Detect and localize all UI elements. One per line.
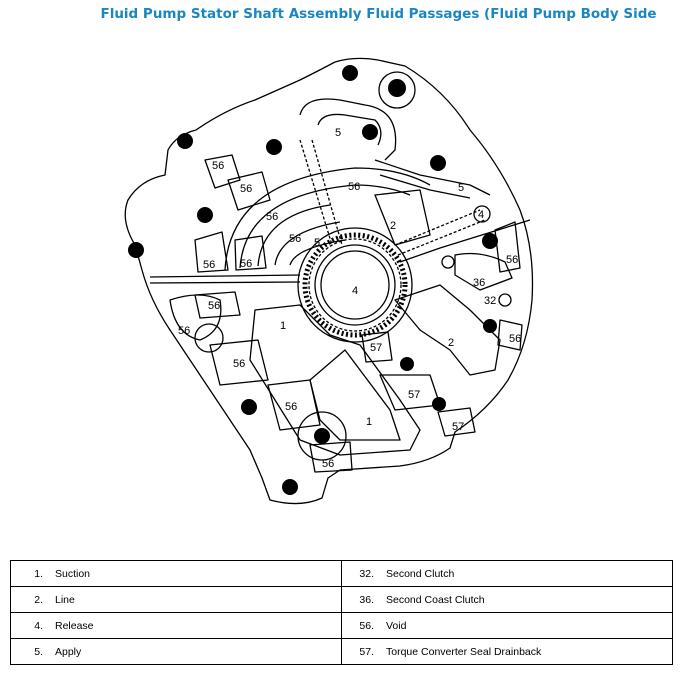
label-void-3: 56	[348, 181, 360, 193]
label-apply-upper: 5	[335, 127, 341, 139]
label-second-clutch: 32	[484, 295, 496, 307]
legend-cell: 2. Line	[10, 586, 342, 613]
legend-cell: 32. Second Clutch	[341, 560, 673, 587]
legend-number: 1.	[34, 567, 43, 580]
legend-row: 5. Apply 57. Torque Converter Seal Drainba…	[10, 638, 673, 665]
label-void-6: 56	[203, 259, 215, 271]
label-void-8: 56	[506, 254, 518, 266]
legend-number: 5.	[34, 645, 43, 658]
label-void-4: 56	[266, 211, 278, 223]
pump-body-diagram: 5 56 56 56 5 2 4 56 5 56 56 56 4 36 32 5…	[110, 52, 550, 514]
pump-body-drawing: 5 56 56 56 5 2 4 56 5 56 56 56 4 36 32 5…	[124, 57, 534, 505]
legend-cell: 1. Suction	[10, 560, 342, 587]
legend-number: 4.	[34, 619, 43, 632]
label-apply-center: 5	[314, 237, 320, 249]
label-void-13: 56	[285, 401, 297, 413]
legend-cell: 57. Torque Converter Seal Drainback	[341, 638, 673, 665]
label-void-1: 56	[212, 160, 224, 172]
label-void-10: 56	[178, 325, 190, 337]
legend-cell: 4. Release	[10, 612, 342, 639]
legend-number: 32.	[359, 567, 374, 580]
label-second-coast-clutch: 36	[473, 277, 485, 289]
legend-text: Suction	[55, 567, 91, 580]
legend-text: Torque Converter Seal Drainback	[386, 645, 542, 658]
bolt-holes	[128, 65, 498, 495]
legend-text: Second Clutch	[386, 567, 455, 580]
diagram-title: Fluid Pump Stator Shaft Assembly Fluid P…	[100, 6, 657, 22]
label-void-14: 56	[322, 458, 334, 470]
label-void-12: 56	[233, 358, 245, 370]
label-void-5: 56	[289, 233, 301, 245]
label-apply-right: 5	[458, 182, 464, 194]
legend-number: 36.	[359, 593, 374, 606]
legend-text: Release	[55, 619, 94, 632]
label-line-upper: 2	[390, 220, 396, 232]
legend-number: 57.	[359, 645, 374, 658]
legend-number: 56.	[359, 619, 374, 632]
legend-cell: 5. Apply	[10, 638, 342, 665]
legend-cell: 56. Void	[341, 612, 673, 639]
pump-body-outline	[124, 57, 534, 505]
label-suction-lower: 1	[366, 416, 372, 428]
legend-row: 2. Line 36. Second Coast Clutch	[10, 586, 673, 613]
legend-row: 1. Suction 32. Second Clutch	[10, 560, 673, 587]
legend-text: Apply	[55, 645, 82, 658]
label-release-right: 4	[478, 209, 484, 221]
label-suction-upper: 1	[280, 320, 286, 332]
label-drainback-1: 57	[370, 342, 382, 354]
label-release-hub: 4	[352, 285, 358, 297]
label-void-9: 56	[208, 300, 220, 312]
label-drainback-3: 57	[452, 421, 464, 433]
legend-table: 1. Suction 32. Second Clutch 2. Line 36. Sec…	[10, 560, 673, 665]
label-drainback-2: 57	[408, 389, 420, 401]
label-void-11: 56	[509, 333, 521, 345]
label-void-2: 56	[240, 183, 252, 195]
label-void-7: 56	[240, 258, 252, 270]
legend-text: Line	[55, 593, 75, 606]
legend-row: 4. Release 56. Void	[10, 612, 673, 639]
legend-text: Second Coast Clutch	[386, 593, 485, 606]
legend-cell: 36. Second Coast Clutch	[341, 586, 673, 613]
label-line-lower: 2	[448, 337, 454, 349]
legend-number: 2.	[34, 593, 43, 606]
legend-text: Void	[386, 619, 407, 632]
